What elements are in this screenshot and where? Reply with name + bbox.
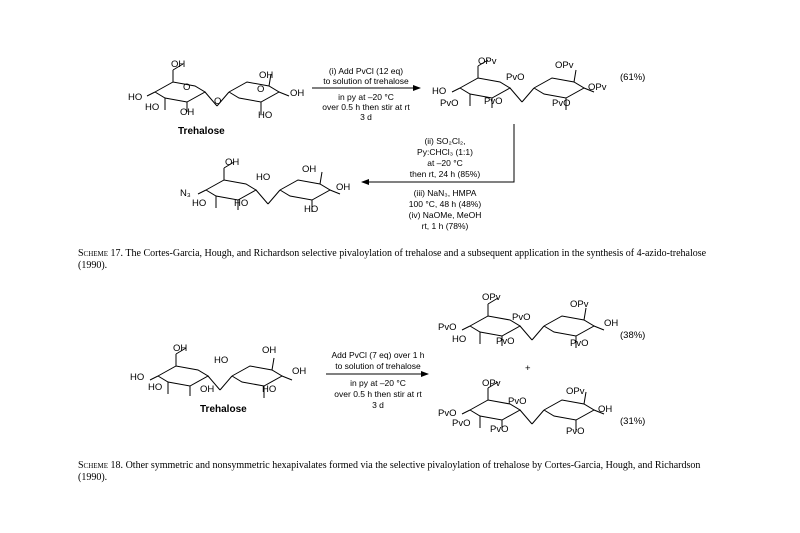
atom-label: OH xyxy=(180,107,194,118)
atom-label: PvO xyxy=(570,338,588,349)
atom-label: PvO xyxy=(440,98,458,109)
condition-line: to solution of trehalose xyxy=(335,361,421,371)
condition-line: rt, 1 h (78%) xyxy=(422,221,469,231)
atom-label: OH xyxy=(336,182,350,193)
atom-label: HO xyxy=(234,198,248,209)
condition-line: over 0.5 h then stir at rt xyxy=(334,389,422,399)
atom-label: N₃ xyxy=(180,188,191,199)
condition-line: (ii) SO₂Cl₂, xyxy=(424,136,465,146)
condition-line: (i) Add PvCl (12 eq) xyxy=(329,66,403,76)
yield-label: (61%) xyxy=(620,72,645,83)
condition-line: Add PvCl (7 eq) over 1 h xyxy=(331,350,424,360)
atom-label: OPv xyxy=(482,292,501,303)
condition-line: (iv) NaOMe, MeOH xyxy=(409,210,482,220)
atom-label: PvO xyxy=(438,322,456,333)
yield-label: (38%) xyxy=(620,330,645,341)
caption-scheme-17: Scheme 17. The Cortes-Garcia, Hough, and… xyxy=(78,248,718,272)
caption-text: The Cortes-Garcia, Hough, and Richardson… xyxy=(78,248,707,271)
atom-label: PvO xyxy=(452,418,470,429)
condition-line: 3 d xyxy=(372,400,384,410)
atom-label: HO xyxy=(256,172,270,183)
condition-line: 100 °C, 48 h (48%) xyxy=(409,199,482,209)
atom-label: HO xyxy=(128,92,142,103)
atom-label: OPv xyxy=(588,82,607,93)
condition-line: 3 d xyxy=(360,112,372,122)
atom-label: HO xyxy=(130,372,144,383)
atom-label: HO xyxy=(432,86,446,97)
atom-label: OH xyxy=(173,343,187,354)
atom-label: OH xyxy=(259,70,273,81)
atom-label: OH xyxy=(200,384,214,395)
condition-line: in py at –20 °C xyxy=(338,92,394,102)
atom-label: HO xyxy=(145,102,159,113)
atom-label: OPv xyxy=(478,56,497,67)
atom-label: OH xyxy=(604,318,618,329)
atom-label: OH xyxy=(292,366,306,377)
atom-label: HO xyxy=(452,334,466,345)
atom-label: HO xyxy=(148,382,162,393)
condition-line: (iii) NaN₃, HMPA xyxy=(414,188,477,198)
atom-label: PvO xyxy=(490,424,508,435)
azido-trehalose-structure xyxy=(197,161,341,213)
reaction-arrow-2 xyxy=(361,124,515,185)
condition-line: to solution of trehalose xyxy=(323,76,409,86)
atom-label: PvO xyxy=(506,72,524,83)
atom-label: OH xyxy=(290,88,304,99)
atom-label: OH xyxy=(171,59,185,70)
atom-label: PvO xyxy=(512,312,530,323)
condition-line: in py at –20 °C xyxy=(350,378,406,388)
atom-label: PvO xyxy=(552,98,570,109)
caption-label: Scheme 17. xyxy=(78,248,124,259)
atom-label: PvO xyxy=(496,336,514,347)
atom-label: OPv xyxy=(570,299,589,310)
atom-label: PvO xyxy=(484,96,502,107)
caption-label: Scheme 18. xyxy=(78,460,124,471)
atom-label: O xyxy=(214,96,221,107)
atom-label: PvO xyxy=(566,426,584,437)
atom-label: O xyxy=(183,82,190,93)
atom-label: HO xyxy=(304,204,318,215)
trehalose-label-2: Trehalose xyxy=(200,404,247,415)
caption-scheme-18: Scheme 18. Other symmetric and nonsymmet… xyxy=(78,460,718,484)
trehalose-label-1: Trehalose xyxy=(178,126,225,137)
caption-text: Other symmetric and nonsymmetric hexapiv… xyxy=(78,460,701,483)
atom-label: OPv xyxy=(555,60,574,71)
condition-line: over 0.5 h then stir at rt xyxy=(322,102,410,112)
atom-label: HO xyxy=(262,384,276,395)
condition-line: at –20 °C xyxy=(427,158,463,168)
condition-line: Py:CHCl₃ (1:1) xyxy=(417,147,473,157)
yield-label: (31%) xyxy=(620,416,645,427)
atom-label: HO xyxy=(214,355,228,366)
plus-sign: + xyxy=(525,363,531,374)
atom-label: HO xyxy=(258,110,272,121)
atom-label: O xyxy=(257,84,264,95)
atom-label: HO xyxy=(192,198,206,209)
atom-label: OH xyxy=(302,164,316,175)
atom-label: OH xyxy=(225,157,239,168)
atom-label: OH xyxy=(598,404,612,415)
atom-label: PvO xyxy=(508,396,526,407)
atom-label: OH xyxy=(262,345,276,356)
atom-label: PvO xyxy=(438,408,456,419)
atom-label: OPv xyxy=(482,378,501,389)
atom-label: OPv xyxy=(566,386,585,397)
condition-line: then rt, 24 h (85%) xyxy=(410,169,481,179)
